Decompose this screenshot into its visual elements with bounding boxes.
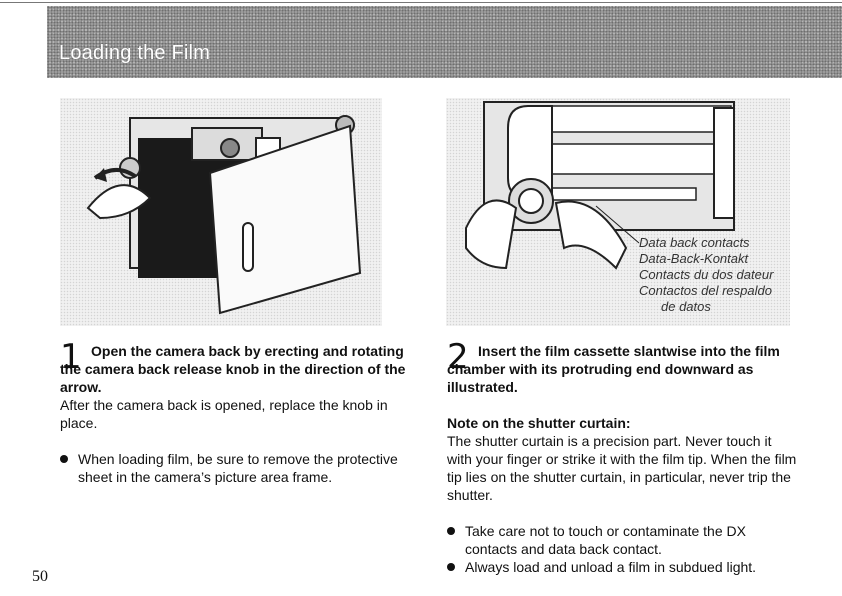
step-1: 1 Open the camera back by erecting and r… — [60, 337, 408, 486]
step-text: After the camera back is opened, replace… — [60, 397, 388, 431]
header-banner: Loading the Film — [47, 6, 842, 78]
bullet-text: Always load and unload a film in subdued… — [465, 559, 757, 575]
bullet-icon — [447, 563, 455, 571]
page-title: Loading the Film — [59, 42, 211, 64]
camera-drawing — [86, 115, 362, 315]
film-chamber-drawing — [465, 101, 735, 270]
page-number: 50 — [32, 568, 48, 585]
step-heading: Open the camera back by erecting and rot… — [60, 343, 406, 395]
step-number: 1 — [60, 337, 82, 377]
list-item: When loading film, be sure to remove the… — [60, 450, 408, 486]
bullet-icon — [60, 455, 68, 463]
list-item: Always load and unload a film in subdued… — [447, 558, 799, 576]
top-rule — [0, 2, 842, 3]
callout-line: Contacts du dos dateur — [639, 267, 774, 282]
bullet-text: Take care not to touch or contaminate th… — [465, 523, 746, 557]
data-back-contacts-callout: Data back contacts Data-Back-Kontakt Con… — [639, 235, 773, 315]
note-title: Note on the shutter curtain: — [447, 415, 631, 431]
film-loading-illustration: Data back contacts Data-Back-Kontakt Con… — [446, 98, 790, 326]
camera-back-open-illustration — [60, 98, 382, 326]
bullet-text: When loading film, be sure to remove the… — [78, 451, 398, 485]
callout-line: Contactos del respaldo — [639, 283, 772, 298]
step-heading: Insert the film cassette slantwise into … — [447, 343, 780, 395]
callout-line: Data-Back-Kontakt — [639, 251, 749, 266]
bullet-icon — [447, 527, 455, 535]
callout-line: de datos — [661, 299, 711, 314]
step-number: 2 — [447, 337, 469, 377]
note-text: The shutter curtain is a precision part.… — [447, 433, 797, 503]
list-item: Take care not to touch or contaminate th… — [447, 522, 799, 558]
step-2: 2 Insert the film cassette slantwise int… — [447, 337, 799, 576]
callout-line: Data back contacts — [639, 235, 750, 250]
